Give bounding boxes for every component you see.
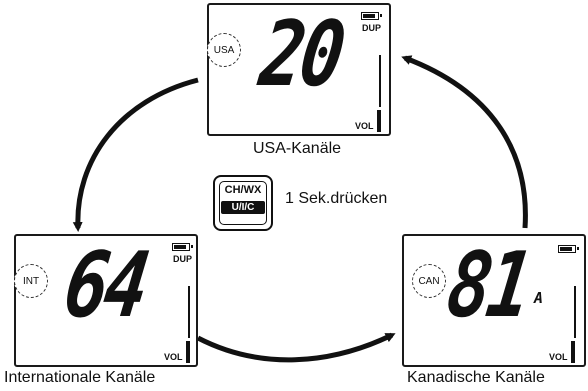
region-badge-int: INT xyxy=(14,264,48,298)
region-badge-can: CAN xyxy=(412,264,446,298)
ch-wx-key[interactable]: CH/WX U/I/C xyxy=(213,175,273,231)
channel-number-int: 64 xyxy=(58,232,152,337)
lcd-screen-usa: USA 20 DUP VOL xyxy=(207,1,391,136)
arrow-usa-to-int xyxy=(72,77,199,232)
vol-label-can: VOL xyxy=(549,352,568,362)
press-instruction: 1 Sek.drücken xyxy=(285,190,388,207)
region-badge-usa: USA xyxy=(207,33,241,67)
key-bezel xyxy=(219,181,267,225)
volume-bar-icon xyxy=(186,341,190,363)
dup-indicator-int: DUP xyxy=(173,254,193,264)
subchannel-letter-can: A xyxy=(534,289,544,307)
battery-icon xyxy=(172,243,193,251)
key-top-label: CH/WX xyxy=(224,184,262,196)
divider-line xyxy=(574,286,576,338)
vol-label-int: VOL xyxy=(164,352,183,362)
lcd-screen-int: INT 64 DUP VOL xyxy=(14,232,198,367)
channel-number-usa: 20 xyxy=(254,1,348,106)
lcd-screen-can: CAN 81 A VOL xyxy=(402,232,586,367)
battery-icon xyxy=(361,12,382,20)
vol-label-usa: VOL xyxy=(355,121,374,131)
dup-indicator-usa: DUP xyxy=(362,23,382,33)
volume-bar-icon xyxy=(377,110,381,132)
divider-line xyxy=(379,55,381,107)
caption-usa: USA-Kanäle xyxy=(253,140,342,157)
caption-can: Kanadische Kanäle xyxy=(407,369,545,386)
caption-int: Internationale Kanäle xyxy=(4,369,156,386)
battery-icon xyxy=(558,245,579,253)
key-bottom-label: U/I/C xyxy=(221,201,265,214)
channel-number-can: 81 xyxy=(441,232,535,337)
arrow-can-to-usa xyxy=(401,55,528,229)
divider-line xyxy=(188,286,190,338)
arrow-int-to-can xyxy=(196,332,396,363)
volume-bar-icon xyxy=(571,341,575,363)
